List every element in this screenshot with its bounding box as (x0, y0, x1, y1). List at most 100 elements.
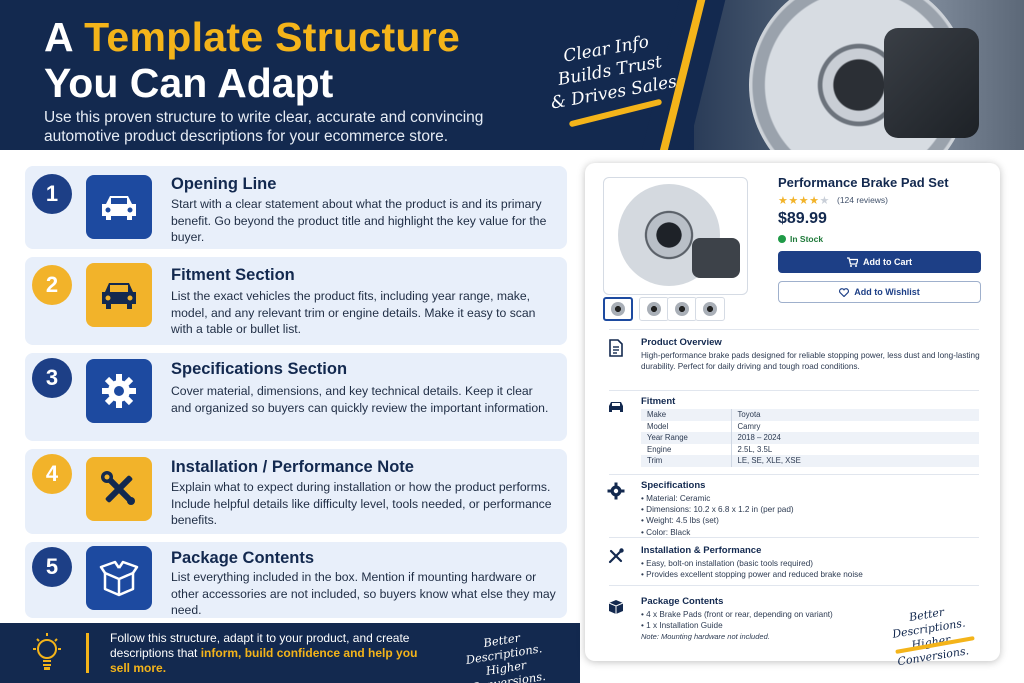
step-number: 2 (32, 265, 72, 305)
fitment-key: Engine (641, 443, 732, 455)
gear-icon (86, 359, 152, 423)
box-icon (86, 546, 152, 610)
thumbnail-2[interactable] (639, 297, 669, 321)
divider (609, 329, 979, 330)
installation-section: Installation & Performance Easy, bolt-on… (603, 545, 983, 585)
installation-list: Easy, bolt-on installation (basic tools … (641, 558, 981, 580)
step-title: Opening Line (171, 175, 277, 193)
fitment-value: Camry (737, 421, 761, 431)
step-number: 3 (32, 358, 72, 398)
add-to-wishlist-button[interactable]: Add to Wishlist (778, 281, 981, 303)
footer-message: Follow this structure, adapt it to your … (110, 631, 440, 676)
package-contents-section: Package Contents 4 x Brake Pads (front o… (603, 596, 983, 646)
list-item: Provides excellent stopping power and re… (641, 569, 981, 580)
cart-icon (847, 257, 858, 267)
footer-highlight: inform, build confidence and help you se… (110, 646, 418, 675)
lightbulb-icon (30, 631, 64, 675)
product-card: Performance Brake Pad Set ★★★★★ (124 rev… (585, 163, 1000, 668)
title-accent: Template Structure (84, 14, 461, 60)
list-item: Dimensions: 10.2 x 6.8 x 1.2 in (per pad… (641, 504, 981, 515)
add-to-cart-label: Add to Cart (863, 257, 912, 267)
step-body: Explain what to expect during installati… (171, 480, 552, 527)
fitment-key: Make (641, 409, 732, 421)
step-body: List everything included in the box. Men… (171, 570, 556, 617)
brake-pad-image (692, 238, 740, 278)
thumbnail-4[interactable] (695, 297, 725, 321)
page-title-line2: You Can Adapt (44, 60, 334, 106)
wrench-icon (608, 548, 624, 564)
add-to-wishlist-label: Add to Wishlist (854, 287, 920, 297)
step-fitment-section: 2 Fitment Section List the exact vehicle… (25, 257, 567, 345)
divider (609, 474, 979, 475)
list-item: Easy, bolt-on installation (basic tools … (641, 558, 981, 569)
step-title: Installation / Performance Note (171, 458, 414, 476)
brake-disc-photo (694, 0, 1024, 150)
step-title: Specifications Section (171, 360, 348, 378)
table-row: Model Camry (641, 420, 979, 432)
car-front-icon (86, 263, 152, 327)
thumbnail-1[interactable] (603, 297, 633, 321)
footer-tagline: Better Descriptions. Higher Conversions. (446, 625, 563, 683)
step-package-contents: 5 Package Contents List everything inclu… (25, 542, 567, 618)
fitment-key: Year Range (641, 432, 732, 444)
product-price: $89.99 (778, 210, 827, 227)
step-body: List the exact vehicles the product fits… (171, 289, 536, 336)
step-opening-line: 1 Opening Line Start with a clear statem… (25, 166, 567, 249)
in-stock-icon (778, 235, 786, 243)
table-row: Engine 2.5L, 3.5L (641, 443, 979, 455)
list-item: Color: Black (641, 527, 981, 538)
step-installation-note: 4 Installation / Performance Note Explai… (25, 449, 567, 534)
step-number: 1 (32, 174, 72, 214)
section-title: Product Overview (641, 337, 722, 348)
box-icon (608, 600, 624, 614)
package-contents-list: 4 x Brake Pads (front or rear, depending… (641, 609, 981, 643)
document-icon (609, 339, 623, 357)
section-body: High-performance brake pads designed for… (641, 351, 980, 372)
fitment-value: Toyota (731, 409, 979, 421)
specifications-list: Material: Ceramic Dimensions: 10.2 x 6.8… (641, 493, 981, 538)
fitment-value: 2018 – 2024 (731, 432, 979, 444)
step-number: 5 (32, 547, 72, 587)
section-title: Specifications (641, 480, 706, 491)
list-item: 1 x Installation Guide (641, 620, 981, 631)
fitment-value: 2.5L, 3.5L (737, 444, 773, 454)
gear-icon (607, 482, 625, 500)
step-title: Fitment Section (171, 266, 295, 284)
list-item: Weight: 4.5 lbs (set) (641, 515, 981, 526)
fitment-value: LE, SE, XLE, XSE (731, 455, 979, 467)
brake-caliper-image (884, 28, 979, 138)
footer-text: Follow this structure, adapt it to your … (110, 631, 410, 660)
divider (609, 585, 979, 586)
tools-icon (86, 457, 152, 521)
add-to-cart-button[interactable]: Add to Cart (778, 251, 981, 273)
header-banner: A Template Structure You Can Adapt Use t… (0, 0, 1024, 150)
page-title: A Template Structure (44, 14, 460, 61)
section-title: Fitment (641, 396, 676, 407)
title-prefix: A (44, 14, 85, 60)
footer-banner: Follow this structure, adapt it to your … (0, 623, 580, 683)
car-icon (609, 402, 623, 412)
thumbnail-3[interactable] (667, 297, 697, 321)
car-icon (86, 175, 152, 239)
product-main-image[interactable] (603, 177, 748, 295)
step-number: 4 (32, 454, 72, 494)
section-title: Installation & Performance (641, 545, 762, 556)
package-note: Note: Mounting hardware not included. (641, 632, 770, 642)
review-count[interactable]: (124 reviews) (837, 195, 889, 205)
star-rating: ★★★★★ (778, 195, 830, 207)
fitment-key: Trim (641, 455, 732, 467)
page-subtitle: Use this proven structure to write clear… (44, 109, 484, 145)
step-body: Cover material, dimensions, and key tech… (171, 384, 549, 415)
stock-label: In Stock (790, 234, 824, 244)
fitment-key: Model (641, 420, 732, 432)
divider (609, 537, 979, 538)
product-overview-section: Product Overview High-performance brake … (603, 337, 983, 387)
stock-status: In Stock (778, 234, 823, 244)
list-item: Material: Ceramic (641, 493, 981, 504)
heart-icon (839, 287, 850, 297)
